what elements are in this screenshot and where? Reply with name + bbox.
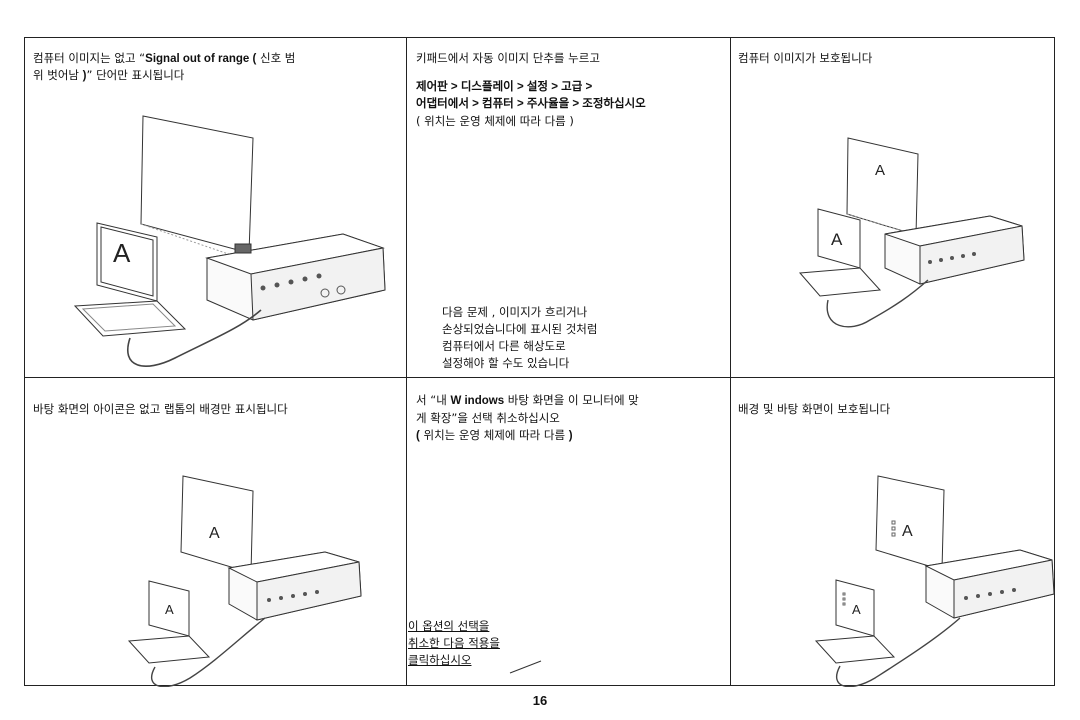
laptop-screen-letter: A (165, 602, 174, 617)
row2-solution-callout: 이 옵션의 선택을 취소한 다음 적용을 클릭하십시오 (408, 619, 500, 667)
column-divider (406, 38, 407, 685)
projected-screen-letter: A (209, 525, 220, 542)
projected-screen-letter: A (902, 523, 913, 540)
row1-solution-steps: 제어판 > 디스플레이 > 설정 > 고급 > 어댑터에서 > 컴퓨터 > 주사… (416, 81, 646, 128)
row2-solution-cell: 서 “내 W indows 바탕 화면을 이 모니터에 맞 게 확장”을 선택 … (406, 378, 730, 687)
row1-problem-illustration: A (73, 115, 386, 367)
row2-problem-illustration: A A (127, 475, 362, 687)
row2-result-text: 배경 및 바탕 화면이 보호됩니다 (738, 402, 891, 416)
laptop-screen-letter: A (831, 230, 843, 249)
page-number: 16 (532, 693, 548, 708)
projector-buttons (260, 273, 346, 298)
row2-solution-text: 서 “내 W indows 바탕 화면을 이 모니터에 맞 게 확장”을 선택 … (416, 393, 639, 442)
callout-pointer-line (509, 660, 542, 674)
laptop-screen-letter: A (113, 238, 131, 268)
row1-result-illustration: A A (798, 137, 1025, 328)
laptop-screen-letter: A (852, 602, 861, 617)
row1-result-cell: 컴퓨터 이미지가 보호됩니다 A A (730, 38, 1056, 377)
row1-problem-text: 컴퓨터 이미지는 없고 “Signal out of range ( 신호 범 … (33, 51, 296, 82)
projected-screen-letter: A (875, 162, 885, 179)
column-divider (730, 38, 731, 685)
row1-solution-cell: 키패드에서 자동 이미지 단추를 누르고 제어판 > 디스플레이 > 설정 > … (406, 38, 730, 377)
row2-result-cell: 배경 및 바탕 화면이 보호됩니다 A A (730, 378, 1056, 687)
row-divider (25, 377, 1054, 378)
row1-solution-heading: 키패드에서 자동 이미지 단추를 누르고 (416, 51, 600, 65)
troubleshooting-table: 컴퓨터 이미지는 없고 “Signal out of range ( 신호 범 … (24, 37, 1056, 687)
row1-result-text: 컴퓨터 이미지가 보호됩니다 (738, 51, 873, 65)
row1-solution-note: 다음 문제 , 이미지가 흐리거나 손상되었습니다에 표시된 것처럼 컴퓨터에서… (442, 305, 598, 370)
row2-result-illustration: A A (814, 475, 1055, 687)
row1-problem-cell: 컴퓨터 이미지는 없고 “Signal out of range ( 신호 범 … (25, 38, 406, 377)
row2-problem-text: 바탕 화면의 아이콘은 없고 랩톱의 배경만 표시됩니다 (33, 402, 288, 416)
row2-problem-cell: 바탕 화면의 아이콘은 없고 랩톱의 배경만 표시됩니다 A A (25, 378, 406, 687)
